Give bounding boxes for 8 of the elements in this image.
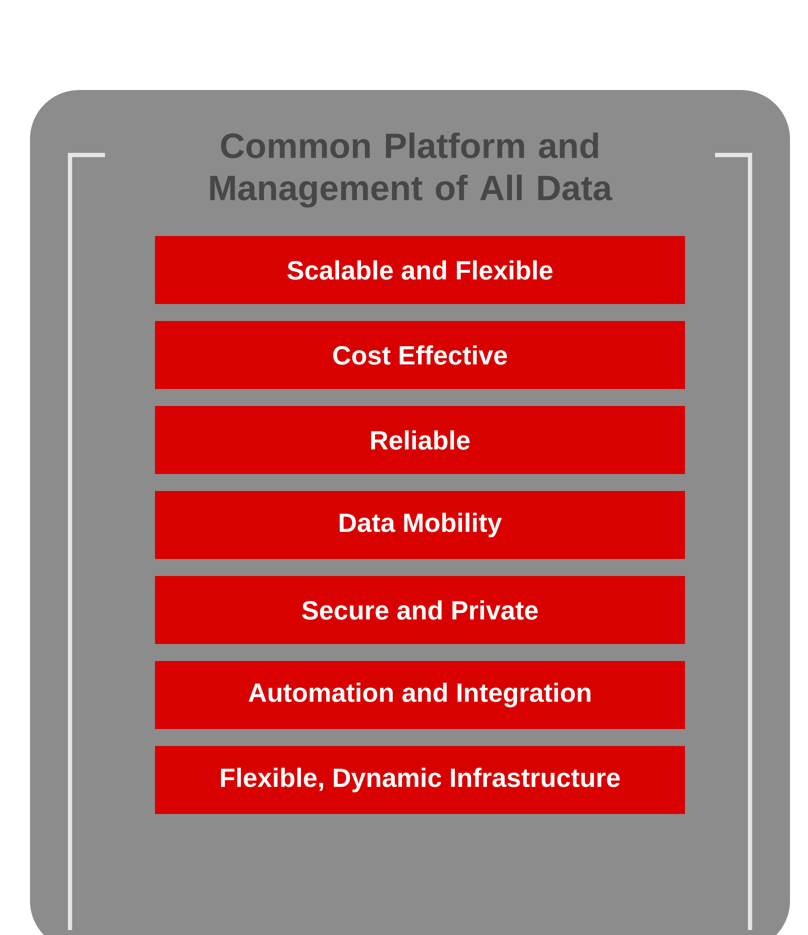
feature-bar: Data Mobility xyxy=(155,491,685,560)
feature-bar: Cost Effective xyxy=(155,321,685,389)
feature-bar: Automation and Integration xyxy=(155,661,685,729)
feature-bar: Flexible, Dynamic Infrastructure xyxy=(155,746,685,814)
panel-heading: Common Platform and Management of All Data xyxy=(210,132,612,208)
feature-bar: Secure and Private xyxy=(155,576,685,644)
feature-bar: Scalable and Flexible xyxy=(155,236,685,304)
feature-bar: Reliable xyxy=(155,406,685,474)
